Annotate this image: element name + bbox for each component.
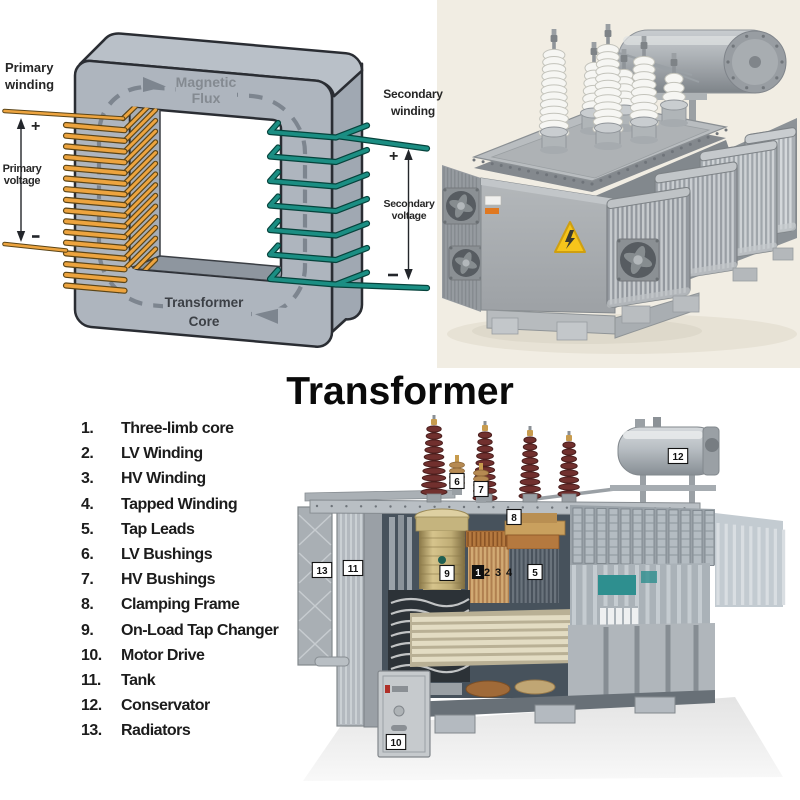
svg-text:voltage: voltage xyxy=(392,210,427,222)
svg-text:4: 4 xyxy=(506,567,513,579)
svg-text:Core: Core xyxy=(189,314,220,329)
svg-text:winding: winding xyxy=(4,77,54,92)
svg-text:3: 3 xyxy=(495,567,501,579)
svg-text:Primary: Primary xyxy=(5,60,54,75)
svg-text:Flux: Flux xyxy=(192,90,221,106)
svg-text:Transformer: Transformer xyxy=(165,295,245,310)
svg-text:+: + xyxy=(31,118,40,135)
svg-text:Secondary: Secondary xyxy=(383,87,443,101)
svg-text:11: 11 xyxy=(348,564,359,575)
svg-text:2: 2 xyxy=(484,567,490,579)
svg-text:Magnetic: Magnetic xyxy=(176,74,237,90)
svg-text:1: 1 xyxy=(475,568,481,579)
svg-text:6: 6 xyxy=(454,477,460,488)
svg-text:+: + xyxy=(389,148,398,165)
svg-text:Secondary: Secondary xyxy=(384,198,435,210)
svg-text:13: 13 xyxy=(316,566,328,577)
svg-text:winding: winding xyxy=(390,104,435,118)
svg-text:Primary: Primary xyxy=(3,163,43,175)
svg-text:12: 12 xyxy=(672,452,684,463)
svg-text:7: 7 xyxy=(478,485,484,496)
svg-text:voltage: voltage xyxy=(4,175,41,187)
svg-text:8: 8 xyxy=(511,513,517,524)
svg-text:5: 5 xyxy=(532,568,538,579)
svg-text:10: 10 xyxy=(390,738,402,749)
svg-text:9: 9 xyxy=(444,569,450,580)
